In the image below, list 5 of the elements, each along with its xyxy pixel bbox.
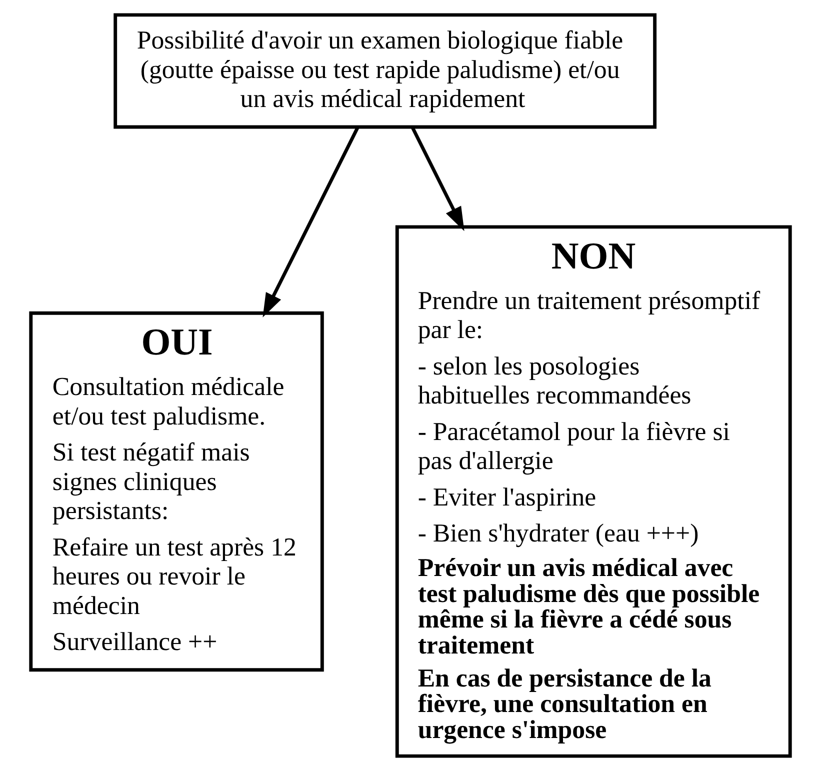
node-box: Possibilité d'avoir un examen biologique fiable (goutte épaisse ou test rapide paludisme) et/ou un avis médical rapidement	[114, 13, 657, 129]
node-box: OUI Consultation médicale et/ou test paludisme. Si test négatif mais signes cliniques persistants: Refaire un test après 12 heures ou revoir le médecin Surveillance ++	[29, 311, 324, 672]
arrow	[262, 126, 360, 318]
arrow	[410, 126, 464, 232]
node-box: NON Prendre un traitement présomptif par le: - selon les posologies habituelles recommandées - Paracétamol pour la fièvre si pas d'allergie - Eviter l'aspirine - Bien s'hydrater (eau +++) Prévoir un avis médical avec test paludisme dès que possible même si la fièvre a cédé sous traitement En cas de persistance de la fièvre, une consultation en urgence s'impose	[395, 225, 792, 758]
